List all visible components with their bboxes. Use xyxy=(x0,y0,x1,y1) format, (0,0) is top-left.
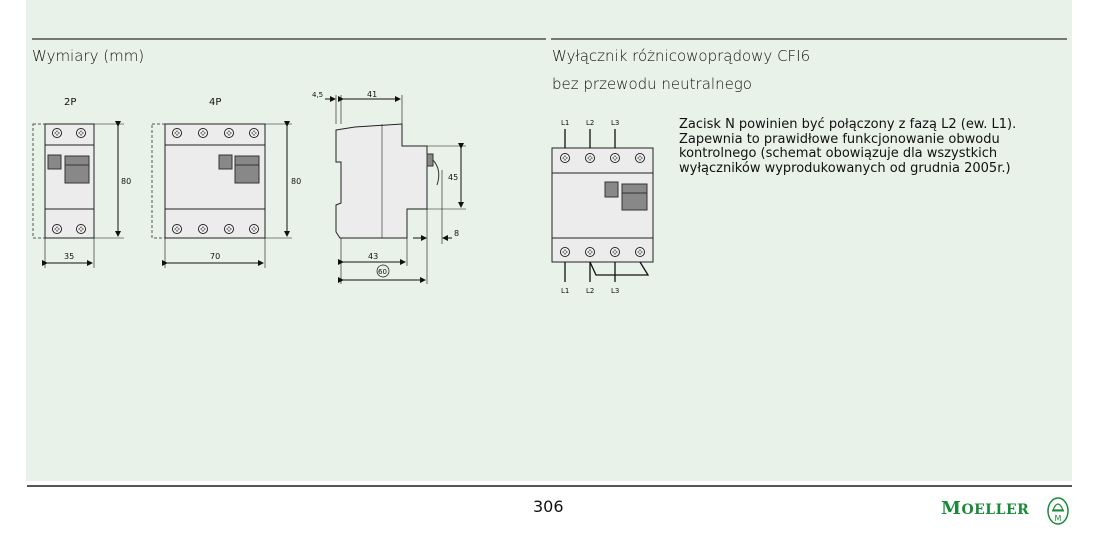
product-title: Wyłącznik różnicowoprądowy CFI6 xyxy=(552,47,811,65)
wiring-diagram: L1 L2 L3 L1 L2 L3 xyxy=(551,119,654,295)
terminal-top-l3: L3 xyxy=(611,119,619,127)
wiring-note: Zacisk N powinien być połączony z fazą L… xyxy=(679,117,1017,176)
moeller-bell-icon: M xyxy=(1047,497,1069,525)
dim-43: 43 xyxy=(368,252,378,261)
svg-text:M: M xyxy=(1055,514,1062,523)
dimension-drawings: 2P 80 35 4P 80 70 xyxy=(32,90,654,295)
dim-4-5: 4,5 xyxy=(312,91,323,99)
terminal-top-l2: L2 xyxy=(586,119,594,127)
terminal-top-l1: L1 xyxy=(561,119,569,127)
content-panel xyxy=(26,0,1072,481)
page-number: 306 xyxy=(533,497,564,516)
dim-8: 8 xyxy=(454,229,459,238)
label-2p: 2P xyxy=(64,97,76,108)
footer-divider xyxy=(27,485,1072,487)
label-4p: 4P xyxy=(209,97,221,108)
product-subtitle: bez przewodu neutralnego xyxy=(552,75,752,93)
dim-41: 41 xyxy=(367,90,377,99)
moeller-logo: MOELLER xyxy=(941,498,1030,519)
divider-left xyxy=(32,38,546,40)
dim-80: 80 xyxy=(121,177,131,186)
drawing-4p: 4P 80 70 xyxy=(151,97,301,268)
divider-right xyxy=(551,38,1067,40)
terminal-bottom-l1: L1 xyxy=(561,287,569,295)
dim-35: 35 xyxy=(64,252,74,261)
dimensions-title: Wymiary (mm) xyxy=(32,47,145,65)
dim-60: 60 xyxy=(378,268,387,276)
dim-80: 80 xyxy=(291,177,301,186)
terminal-bottom-l2: L2 xyxy=(586,287,594,295)
dim-70: 70 xyxy=(210,252,220,261)
terminal-bottom-l3: L3 xyxy=(611,287,619,295)
drawing-side-view: 4,5 41 45 8 43 60 xyxy=(312,90,466,284)
drawing-2p: 2P 80 35 xyxy=(32,97,131,268)
dim-45: 45 xyxy=(448,173,458,182)
